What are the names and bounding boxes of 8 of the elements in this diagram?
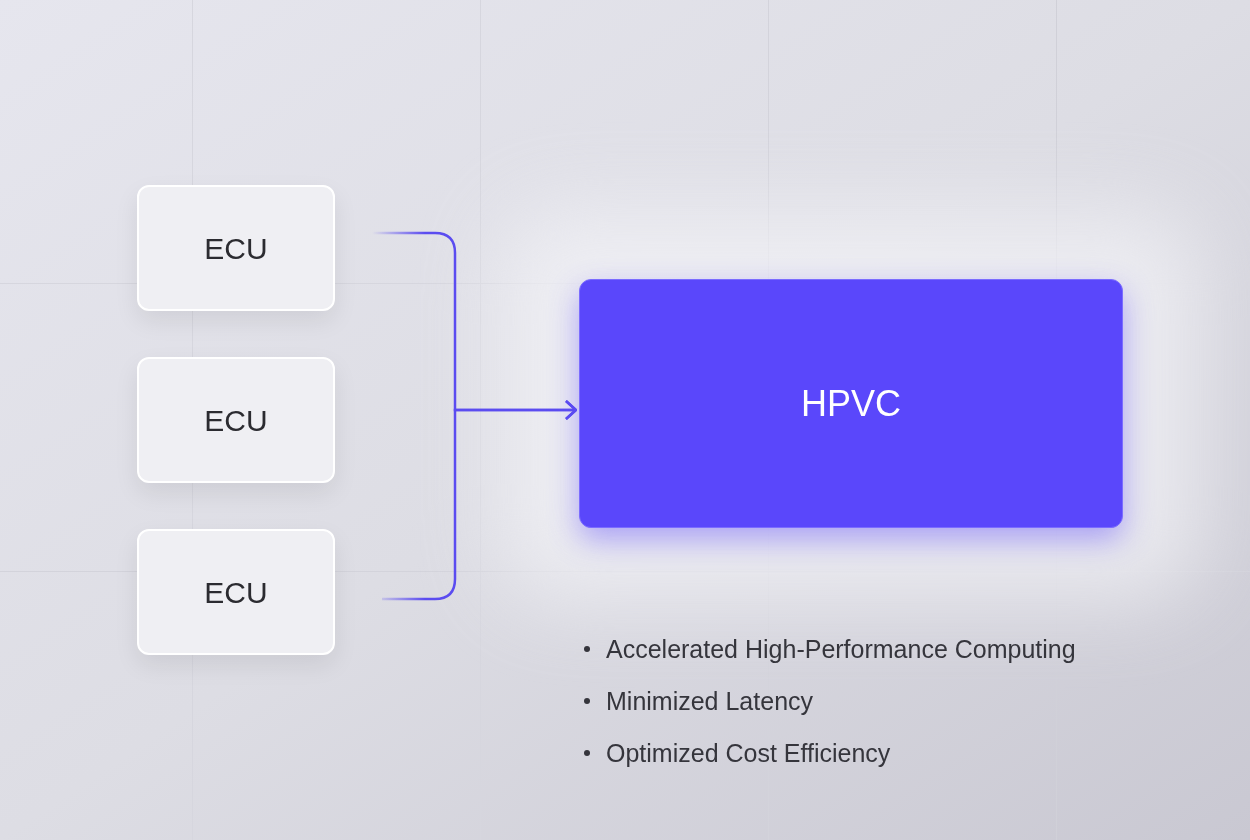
feature-text: Optimized Cost Efficiency [606, 738, 891, 769]
ecu-box: ECU [137, 185, 335, 311]
hpvc-box: HPVC [579, 279, 1123, 528]
ecu-box: ECU [137, 357, 335, 483]
feature-text: Accelerated High-Performance Computing [606, 634, 1076, 665]
feature-text: Minimized Latency [606, 686, 814, 717]
ecu-box: ECU [137, 529, 335, 655]
connector-arrow [382, 399, 578, 601]
